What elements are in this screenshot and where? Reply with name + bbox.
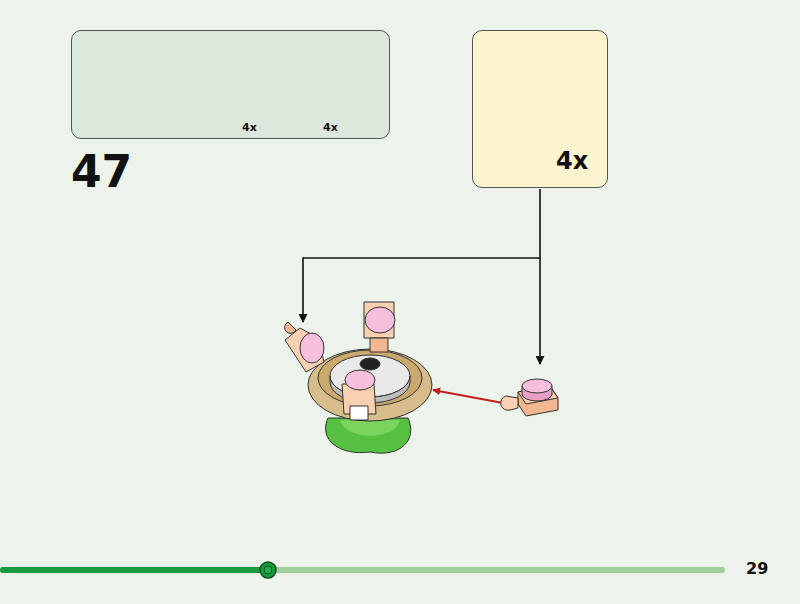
parts-list-box: 4x 4x — [71, 30, 390, 139]
progress-bar — [0, 562, 725, 578]
callout-leader — [303, 189, 540, 364]
quantity-label: 4x — [242, 122, 257, 133]
page-number: 29 — [746, 561, 768, 577]
clip-plate-part — [501, 379, 558, 416]
sub-build-callout: 4x — [472, 30, 608, 188]
step-number: 47 — [71, 150, 132, 194]
quantity-label: 4x — [323, 122, 338, 133]
flower-model — [285, 302, 432, 453]
quantity-label: 4x — [556, 149, 588, 173]
assembly-arrow — [433, 390, 503, 403]
